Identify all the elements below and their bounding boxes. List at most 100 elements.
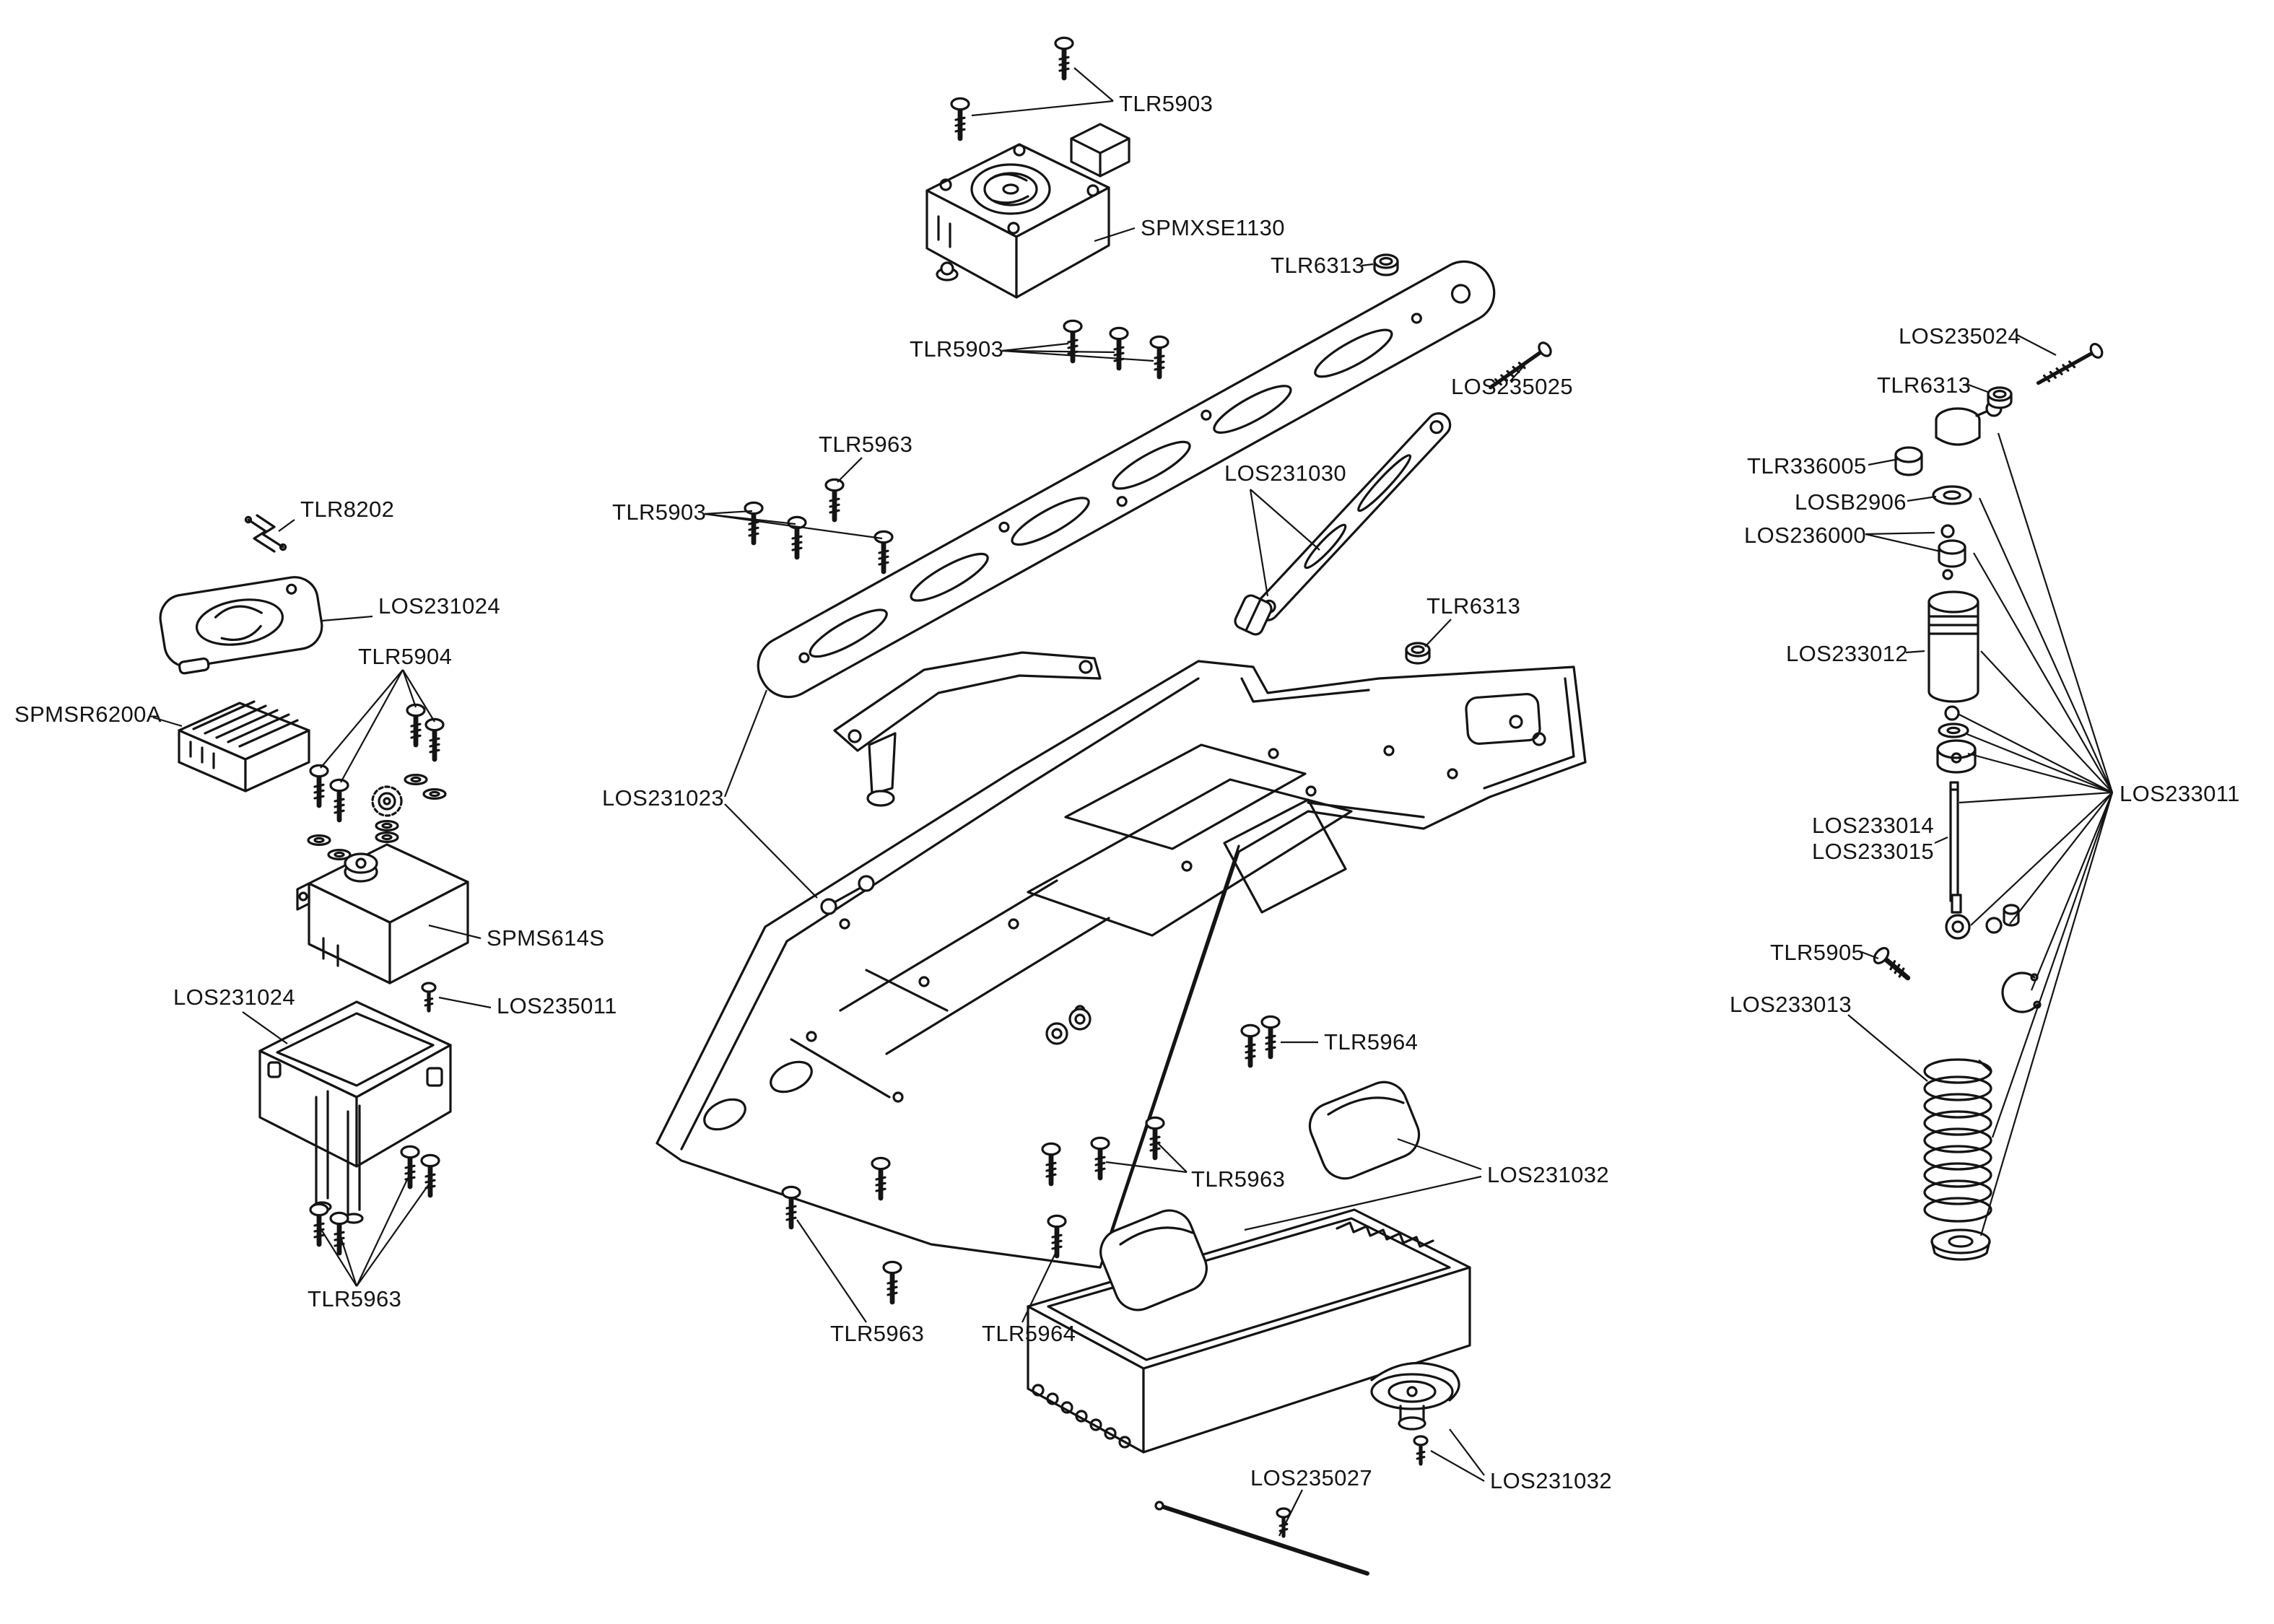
leader-line	[1959, 714, 2113, 793]
part-screw	[1871, 946, 1913, 985]
leader-line	[321, 615, 373, 622]
part-shock-ball	[1944, 705, 1960, 721]
part-e-clip	[2001, 972, 2042, 1013]
part-rear-brace	[1254, 412, 1452, 621]
leader-line	[1847, 1014, 1928, 1082]
label-spms614s: SPMS614S	[487, 925, 604, 951]
leader-line	[438, 996, 492, 1009]
part-screw	[1262, 1016, 1279, 1057]
leader-line	[1997, 432, 2114, 793]
part-servo	[296, 785, 469, 985]
label-spmxse1130: SPMXSE1130	[1141, 215, 1285, 240]
label-los235011: LOS235011	[497, 993, 617, 1018]
leader-line	[1966, 383, 1990, 394]
leader-line	[723, 689, 768, 798]
label-tlr5903-plate-left: TLR5903	[612, 499, 706, 525]
part-chassis	[655, 660, 1587, 1269]
label-tlr8202: TLR8202	[300, 497, 394, 522]
label-tlr5963-box: TLR5963	[308, 1286, 401, 1311]
leader-line	[1250, 489, 1320, 551]
label-tlr5964-chassis-right: TLR5964	[1324, 1029, 1418, 1055]
part-screw	[331, 780, 348, 820]
label-tlr5963-chassis-right: TLR5963	[1191, 1166, 1285, 1192]
label-los231032-foam: LOS231032	[1487, 1162, 1609, 1187]
label-tlr5963-chassis-left: TLR5963	[830, 1321, 924, 1346]
part-hinge-pin	[1154, 1501, 1369, 1576]
leader-line	[1865, 533, 1941, 553]
part-shock-washer	[1938, 722, 1969, 738]
part-foam-pad-1	[1099, 1209, 1208, 1311]
part-screw	[1151, 336, 1168, 377]
part-esc	[925, 123, 1131, 299]
leader-line	[1979, 792, 2114, 1236]
leader-line	[1907, 495, 1937, 502]
label-los235025: LOS235025	[1451, 374, 1573, 399]
part-nut	[1987, 386, 2013, 409]
part-screw	[1242, 1025, 1259, 1065]
part-screw	[884, 1262, 901, 1302]
leader-line	[320, 669, 404, 769]
leader-line	[1868, 458, 1899, 466]
leader-line	[401, 669, 417, 708]
leader-line	[1001, 349, 1154, 362]
part-receiver-box	[258, 1000, 452, 1224]
leader-line	[339, 1236, 358, 1287]
label-los235024: LOS235024	[1899, 323, 2021, 349]
part-screw	[826, 479, 843, 520]
part-shock-body	[1927, 590, 1979, 703]
leader-line	[1905, 650, 1925, 654]
leader-line	[320, 1228, 357, 1287]
label-los231032-cup: LOS231032	[1490, 1468, 1612, 1493]
leader-line	[724, 803, 818, 899]
label-tlr6313-shock: TLR6313	[1877, 372, 1971, 398]
label-tlr6313-chassis: TLR6313	[1426, 593, 1520, 619]
label-losb2906: LOSB2906	[1795, 489, 1907, 515]
leader-line	[1449, 1428, 1485, 1476]
leader-line	[356, 1182, 431, 1287]
part-nut	[1373, 253, 1399, 276]
part-front-brace	[833, 651, 1102, 807]
part-spring-cup-ring	[1932, 485, 1972, 505]
part-screw	[1055, 38, 1073, 78]
label-spmsr6200a: SPMSR6200A	[14, 702, 162, 727]
part-screw	[310, 1204, 328, 1244]
part-screw	[407, 704, 424, 745]
label-tlr5903-esc: TLR5903	[910, 336, 1003, 362]
label-los231024-box: LOS231024	[173, 985, 295, 1010]
part-washer	[327, 848, 352, 861]
part-foam-pad-2	[1308, 1081, 1421, 1180]
label-los231030: LOS231030	[1224, 460, 1346, 486]
leader-line	[1973, 552, 2113, 793]
part-rod-end-ball	[1985, 904, 2020, 934]
part-shock-seal-cartridge	[1936, 739, 1977, 774]
part-screw	[426, 719, 443, 759]
leader-line	[704, 510, 753, 515]
label-tlr5904: TLR5904	[358, 644, 452, 669]
part-washer	[307, 834, 331, 847]
label-tlr5905: TLR5905	[1770, 940, 1864, 965]
leader-line	[1980, 650, 2113, 793]
label-los233013: LOS233013	[1730, 992, 1852, 1017]
leader-line	[1934, 836, 1948, 844]
leader-line	[837, 457, 863, 483]
leader-line	[1967, 752, 2113, 794]
part-screw	[745, 502, 762, 543]
leader-line	[152, 716, 183, 728]
leader-line	[2030, 792, 2114, 991]
leader-line	[1959, 791, 2113, 804]
part-shock-spring	[1923, 1058, 1992, 1223]
label-los233012: LOS233012	[1786, 641, 1908, 666]
leader-line	[1430, 1450, 1485, 1482]
part-screw	[331, 1213, 348, 1253]
label-los233015: LOS233015	[1812, 839, 1934, 864]
label-los233011: LOS233011	[2120, 781, 2240, 806]
leader-line	[971, 100, 1114, 117]
leader-line	[1001, 349, 1115, 354]
leader-line	[1424, 619, 1452, 647]
label-los231024-cover: LOS231024	[378, 593, 500, 619]
part-receiver	[178, 700, 310, 793]
leader-line	[1278, 1489, 1303, 1537]
part-screw	[1277, 1509, 1290, 1536]
label-tlr5964-chassis-left: TLR5964	[982, 1321, 1076, 1346]
